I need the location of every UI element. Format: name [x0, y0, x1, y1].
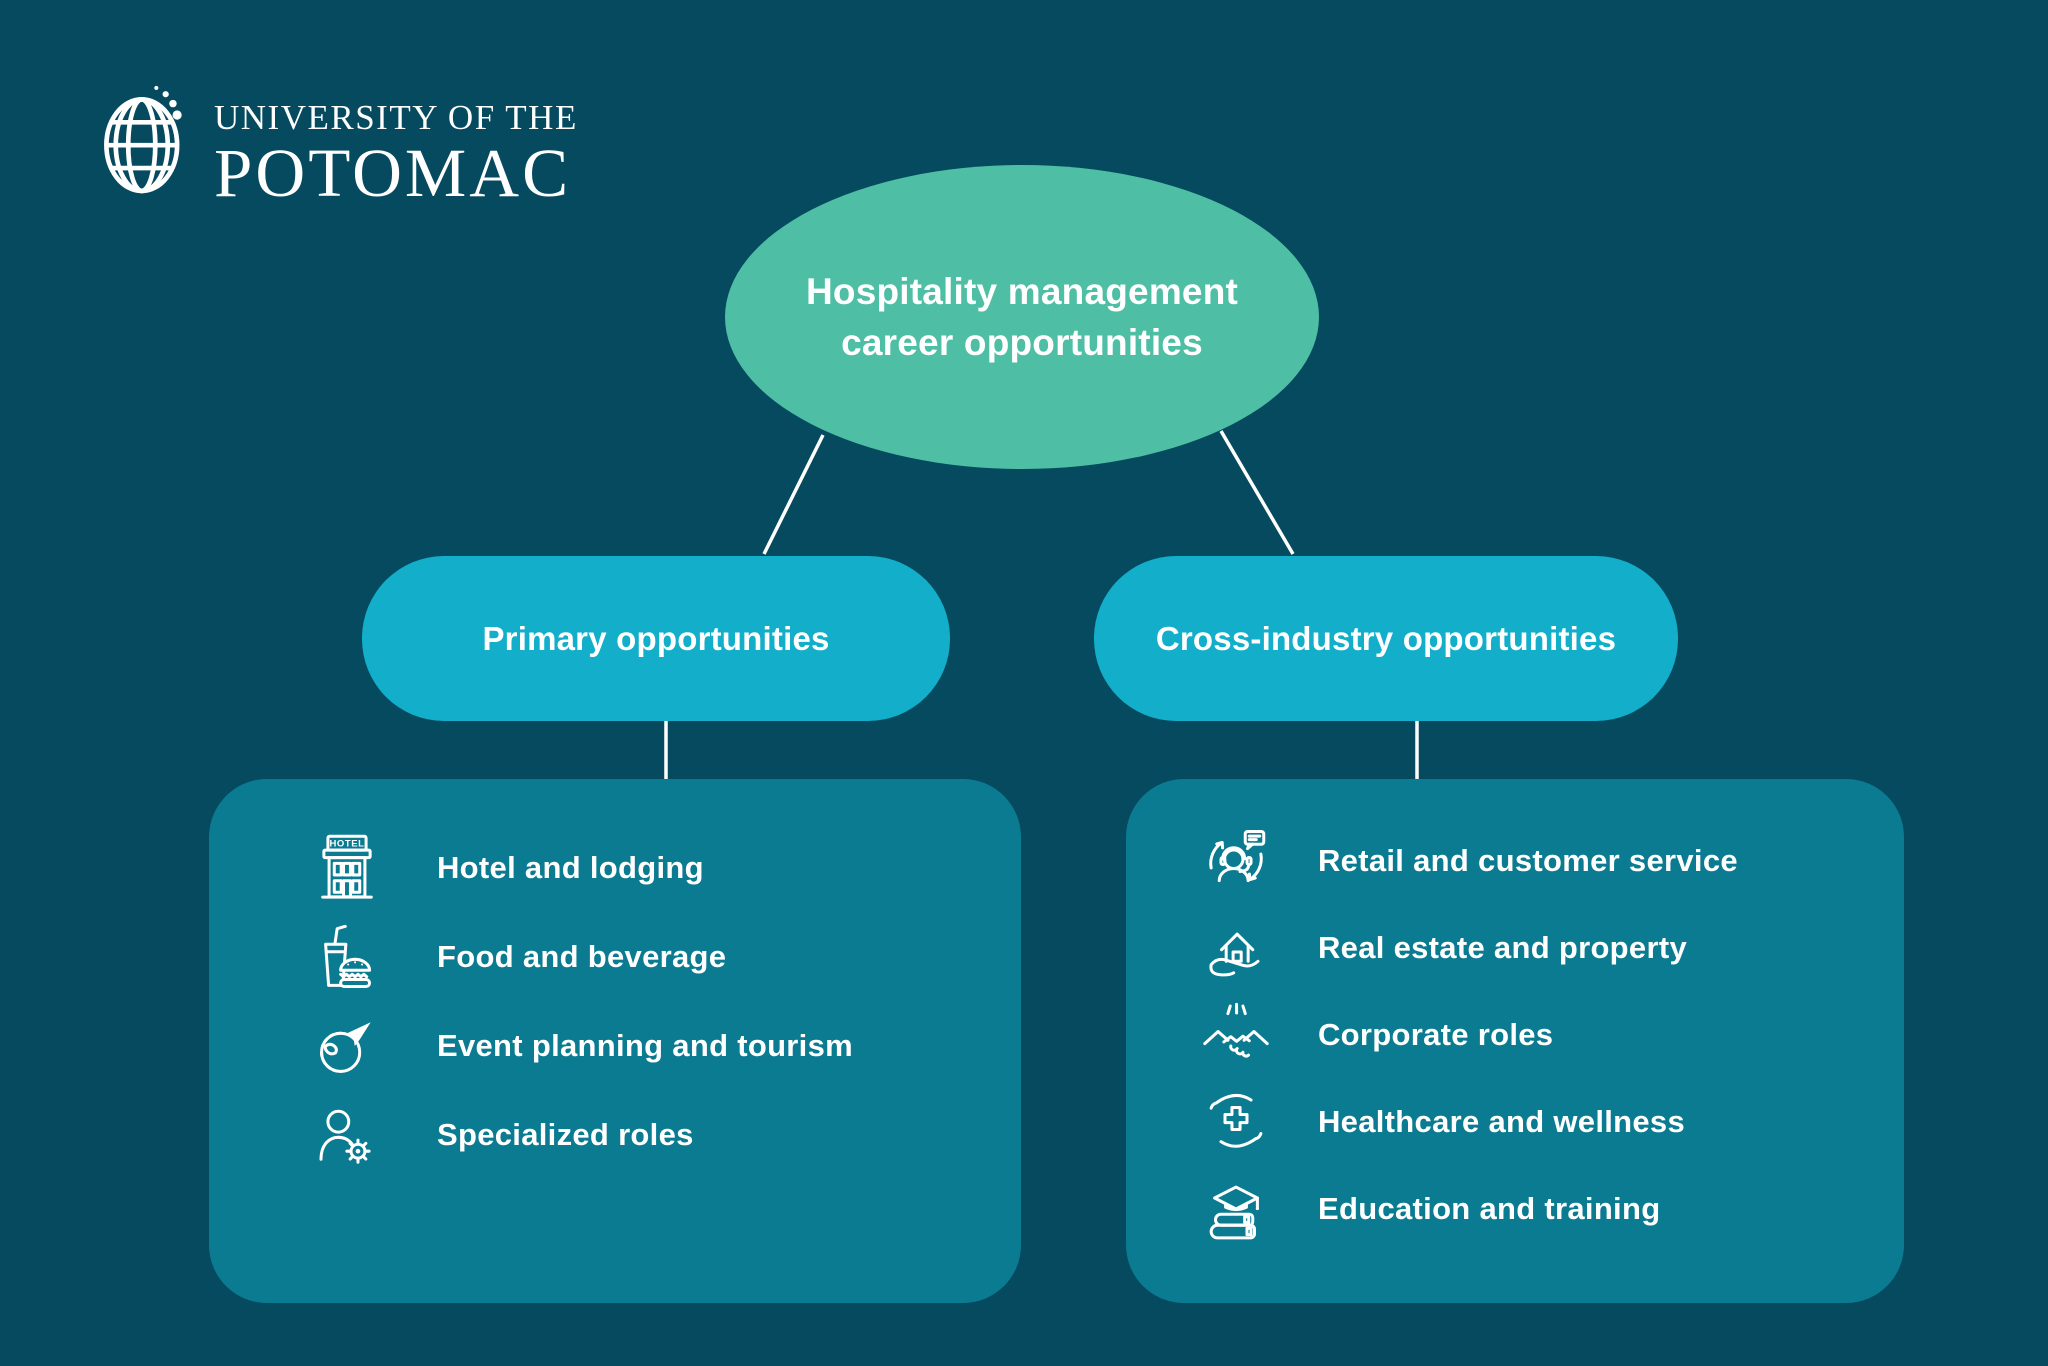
list-item-label: Hotel and lodging — [437, 849, 704, 885]
hotel-icon: HOTEL — [309, 830, 385, 906]
list-item: Retail and customer service — [1198, 817, 1904, 904]
list-item-label: Specialized roles — [437, 1116, 694, 1152]
person-gear-icon — [309, 1097, 385, 1173]
list-item-label: Corporate roles — [1318, 1016, 1554, 1052]
globe-icon — [104, 85, 182, 194]
list-item-label: Retail and customer service — [1318, 842, 1738, 878]
hotel-sign-text: HOTEL — [330, 838, 365, 849]
list-item: Specialized roles — [309, 1090, 1021, 1179]
logo-university-of-the: UNIVERSITY OF THE — [214, 98, 578, 137]
list-item-label: Education and training — [1318, 1190, 1661, 1226]
primary-opportunities-card: HOTEL Hotel and lodging — [209, 779, 1021, 1303]
list-item-label: Healthcare and wellness — [1318, 1103, 1686, 1139]
list-item: HOTEL Hotel and lodging — [309, 823, 1021, 912]
connector-line — [1219, 430, 1295, 555]
handshake-icon — [1198, 997, 1274, 1073]
logo-potomac: POTOMAC — [214, 135, 572, 211]
hand-house-icon — [1198, 910, 1274, 986]
cross-industry-card: Retail and customer service Real estate … — [1126, 779, 1904, 1303]
list-item-label: Real estate and property — [1318, 929, 1687, 965]
branch-cross-industry-opportunities: Cross-industry opportunities — [1094, 556, 1678, 721]
list-item-label: Food and beverage — [437, 938, 727, 974]
hands-medical-cross-icon — [1198, 1084, 1274, 1160]
globe-airplane-icon — [309, 1008, 385, 1084]
list-item: Food and beverage — [309, 912, 1021, 1001]
root-node: Hospitality management career opportunit… — [725, 165, 1319, 469]
list-item: Healthcare and wellness — [1198, 1078, 1904, 1165]
list-item: Real estate and property — [1198, 904, 1904, 991]
root-title-line2: career opportunities — [841, 322, 1203, 363]
food-beverage-icon — [309, 919, 385, 995]
books-graduation-cap-icon — [1198, 1171, 1274, 1247]
branch-primary-opportunities: Primary opportunities — [362, 556, 950, 721]
logo-text: UNIVERSITY OF THE POTOMAC — [214, 84, 578, 208]
university-logo: UNIVERSITY OF THE POTOMAC — [96, 84, 578, 208]
list-item-label: Event planning and tourism — [437, 1027, 853, 1063]
list-item: Event planning and tourism — [309, 1001, 1021, 1090]
root-title-line1: Hospitality management — [805, 270, 1239, 312]
list-item: Education and training — [1198, 1165, 1904, 1252]
list-item: Corporate roles — [1198, 991, 1904, 1078]
headset-agent-icon — [1198, 823, 1274, 899]
connector-line — [762, 434, 825, 555]
